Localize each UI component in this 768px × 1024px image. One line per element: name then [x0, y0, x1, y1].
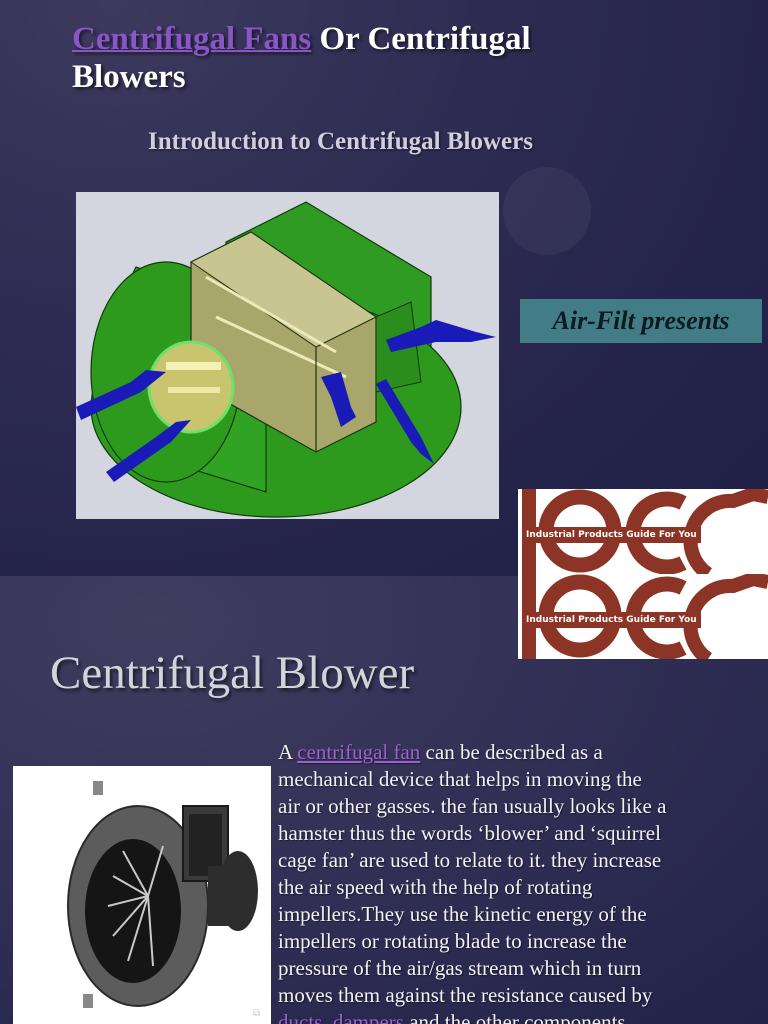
slide-title: Centrifugal Fans Or Centrifugal Blowers: [72, 20, 672, 96]
svg-text:⧉: ⧉: [253, 1008, 260, 1019]
slide-title: Centrifugal Blower: [50, 647, 415, 699]
slide-subtitle: Introduction to Centrifugal Blowers: [148, 128, 533, 155]
title-line2: Blowers: [72, 59, 186, 95]
text-line: hamster thus the words ‘blower’ and ‘squ…: [278, 821, 661, 845]
blower-photo-graphic: ⧉: [67, 781, 260, 1019]
ducts-dampers-link[interactable]: ducts, dampers: [278, 1010, 404, 1024]
text-line: mechanical device that helps in moving t…: [278, 767, 642, 791]
text-line: ducts, dampers and the other components: [278, 1009, 758, 1024]
centrifugal-fan-link[interactable]: centrifugal fan: [297, 740, 421, 764]
ipgfy-logo[interactable]: Industrial Products Guide For You: [518, 489, 768, 574]
title-rest: Or Centrifugal: [311, 21, 531, 57]
blower-cutaway-diagram: [76, 192, 499, 519]
text-fragment: and the other components: [403, 1010, 626, 1024]
text-fragment: can be described as a: [420, 740, 603, 764]
text-line: pressure of the air/gas stream which in …: [278, 956, 642, 980]
slide-intro: Centrifugal Fans Or Centrifugal Blowers …: [0, 0, 768, 576]
blower-diagram-graphic: [76, 201, 496, 518]
text-line: impellers or rotating blade to increase …: [278, 929, 627, 953]
badge-label: Air-Filt presents: [552, 306, 730, 335]
decorative-circle: [503, 167, 591, 255]
text-line: A centrifugal fan can be described as a: [278, 739, 758, 766]
logo-tagline: Industrial Products Guide For You: [522, 527, 701, 543]
description-paragraph: A centrifugal fan can be described as a …: [278, 739, 758, 1024]
text-line: cage fan’ are used to relate to it. they…: [278, 848, 662, 872]
ipgfy-logo[interactable]: Industrial Products Guide For You: [518, 574, 768, 659]
centrifugal-fans-link[interactable]: Centrifugal Fans: [72, 21, 312, 57]
text-line: moves them against the resistance caused…: [278, 983, 653, 1007]
air-filt-presents-badge: Air-Filt presents: [520, 299, 762, 343]
logo-tagline: Industrial Products Guide For You: [522, 612, 701, 628]
text-line: the air speed with the help of rotating: [278, 875, 593, 899]
text-fragment: A: [278, 740, 298, 764]
text-line: impellers.They use the kinetic energy of…: [278, 902, 647, 926]
blower-photo: ⧉: [13, 766, 271, 1024]
text-line: air or other gasses. the fan usually loo…: [278, 794, 667, 818]
slide-centrifugal-blower: Centrifugal Blower ⧉ A centrifugal f: [0, 576, 768, 1024]
